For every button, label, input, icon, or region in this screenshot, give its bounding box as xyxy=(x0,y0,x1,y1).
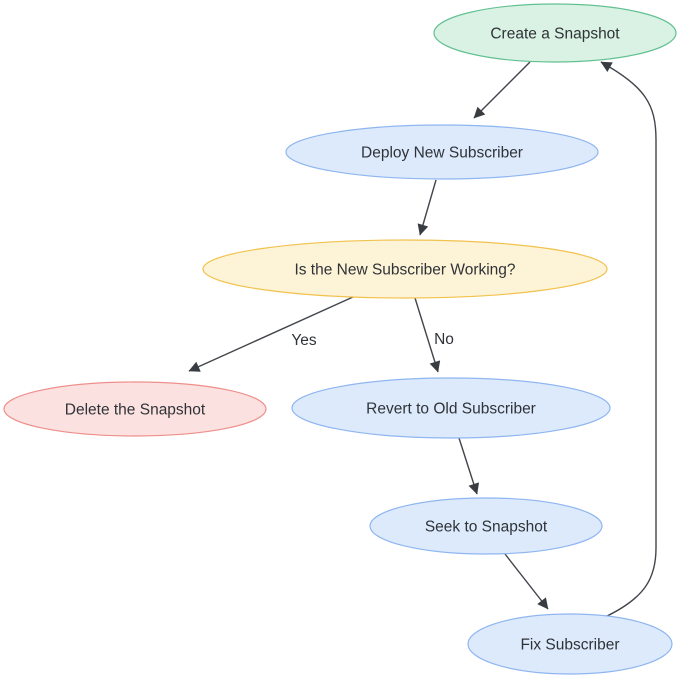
edge-label-yes: Yes xyxy=(291,332,317,349)
node-is-the-new-subscriber-working: Is the New Subscriber Working? xyxy=(202,239,608,299)
edge-yes-branch xyxy=(188,296,354,372)
node-fix-subscriber-shape xyxy=(467,613,673,675)
node-delete-the-snapshot-shape xyxy=(3,381,267,437)
node-seek-to-snapshot: Seek to Snapshot xyxy=(369,497,603,555)
edge-no-branch xyxy=(414,297,441,373)
edge-fix-to-create xyxy=(600,61,657,618)
node-revert-to-old-subscriber-label: Revert to Old Subscriber xyxy=(366,401,536,418)
edge-create-to-deploy xyxy=(473,61,531,119)
node-delete-the-snapshot: Delete the Snapshot xyxy=(3,381,267,437)
edge-seek-to-fix xyxy=(504,553,549,610)
edge-label-no: No xyxy=(434,331,454,348)
edge-revert-to-seek xyxy=(458,437,480,495)
node-is-the-new-subscriber-working-shape xyxy=(202,239,608,299)
node-create-a-snapshot-label: Create a Snapshot xyxy=(490,26,620,43)
node-create-a-snapshot-shape xyxy=(433,3,677,63)
node-seek-to-snapshot-label: Seek to Snapshot xyxy=(425,519,548,536)
node-create-a-snapshot: Create a Snapshot xyxy=(433,3,677,63)
node-is-the-new-subscriber-working-label: Is the New Subscriber Working? xyxy=(294,262,515,279)
node-deploy-new-subscriber-shape xyxy=(285,124,599,180)
edge-deploy-to-working xyxy=(417,179,437,236)
node-revert-to-old-subscriber: Revert to Old Subscriber xyxy=(291,377,611,439)
node-revert-to-old-subscriber-shape xyxy=(291,377,611,439)
node-deploy-new-subscriber: Deploy New Subscriber xyxy=(285,124,599,180)
node-deploy-new-subscriber-label: Deploy New Subscriber xyxy=(361,145,523,162)
node-delete-the-snapshot-label: Delete the Snapshot xyxy=(65,402,206,419)
node-fix-subscriber: Fix Subscriber xyxy=(467,613,673,675)
node-seek-to-snapshot-shape xyxy=(369,497,603,555)
node-fix-subscriber-label: Fix Subscriber xyxy=(520,637,619,654)
